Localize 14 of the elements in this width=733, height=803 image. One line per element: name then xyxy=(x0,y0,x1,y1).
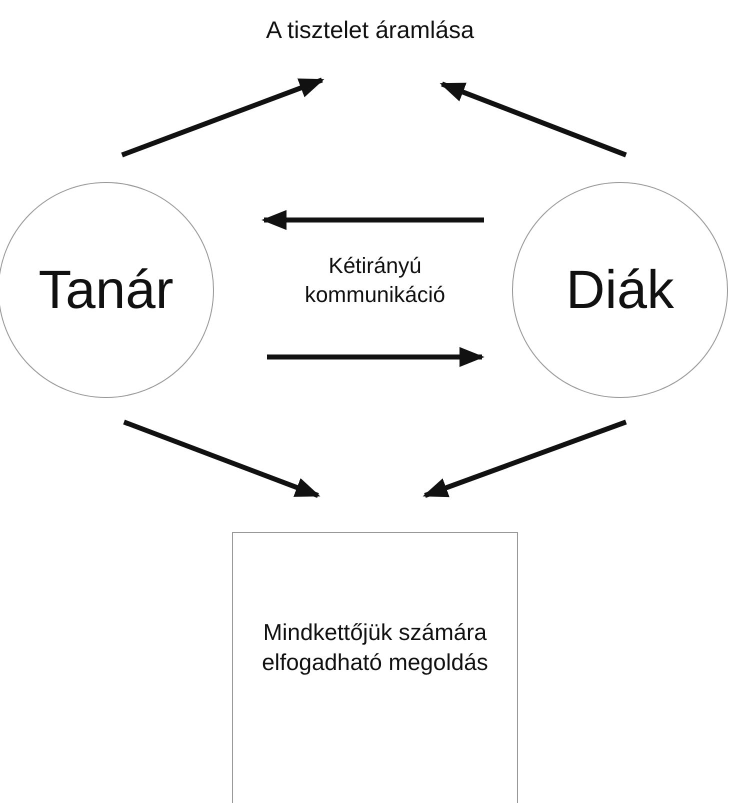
outcome-box xyxy=(232,532,518,803)
arrow xyxy=(262,210,484,230)
arrow xyxy=(121,78,324,158)
caption-text: Kétirányú kommunikáció xyxy=(304,252,446,309)
person-circle xyxy=(0,182,214,398)
circle-label: Tanár xyxy=(38,259,174,321)
arrow xyxy=(440,82,627,158)
arrow xyxy=(123,420,320,498)
person-circle xyxy=(512,182,728,398)
arrow xyxy=(267,347,484,367)
title-text: A tisztelet áramlása xyxy=(266,17,474,45)
box-text: Mindkettőjük számára elfogadható megoldás xyxy=(260,618,490,677)
circle-label: Diák xyxy=(566,259,674,321)
arrow xyxy=(422,420,627,498)
